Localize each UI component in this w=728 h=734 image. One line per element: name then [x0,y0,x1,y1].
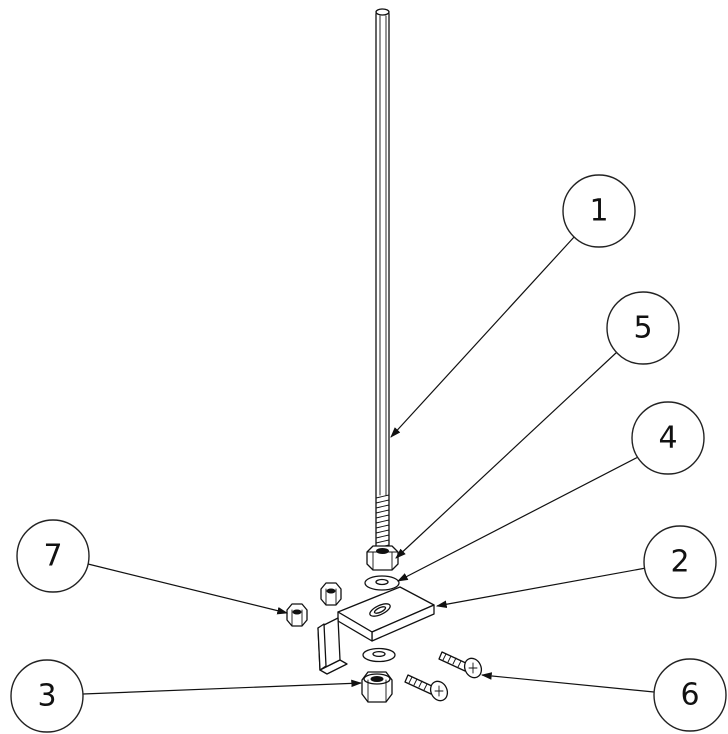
small-hex-nut [286,603,308,627]
balloon-1-label: 1 [589,194,608,229]
balloon-5-label: 5 [633,311,652,346]
balloon-2: 2 [643,525,717,599]
hex-nut-on-rod [366,545,399,571]
lower-washer [362,647,396,663]
lock-nut [361,671,393,703]
leader-7 [87,563,289,615]
pan-head-screw-lower [404,674,449,702]
leader-1 [390,235,576,438]
balloon-1: 1 [562,174,636,248]
leader-5 [395,351,618,559]
balloon-7: 7 [16,519,90,593]
small-hex-nut-2 [320,582,342,606]
leader-6 [480,672,665,694]
rod-threads [375,494,390,549]
leader-2 [435,567,647,608]
threaded-rod [375,8,390,553]
leader-4 [397,454,643,582]
balloon-6: 6 [653,658,727,732]
balloon-4: 4 [631,401,705,475]
mounting-bracket [317,586,435,675]
balloon-2-label: 2 [670,545,689,580]
leader-lines [82,235,665,695]
balloon-3-label: 3 [37,679,56,714]
balloon-5: 5 [606,291,680,365]
balloon-7-label: 7 [43,539,62,574]
balloon-4-label: 4 [658,421,677,456]
flat-washer [364,575,400,591]
balloon-6-label: 6 [680,678,699,713]
balloon-3: 3 [10,659,84,733]
leader-3 [82,679,363,695]
pan-head-screw-upper [438,651,483,679]
